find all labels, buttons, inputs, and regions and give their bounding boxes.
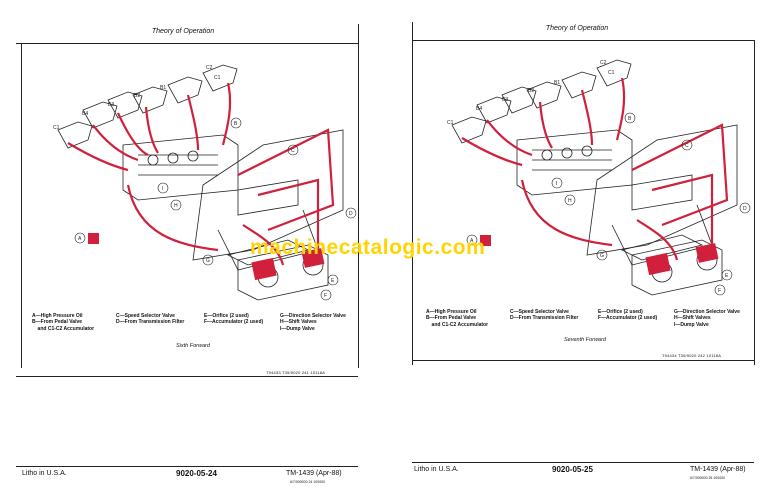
footer-manual-id: TM-1439 (Apr-88): [690, 466, 746, 473]
svg-text:B1: B1: [160, 85, 166, 91]
legend-col-1: A—High Pressure Oil B—From Pedal Valve a…: [32, 313, 95, 332]
svg-text:H: H: [174, 203, 178, 209]
svg-text:A: A: [470, 238, 474, 244]
frame-right-line: [754, 40, 755, 365]
frame-left-line: [412, 40, 413, 365]
svg-text:G: G: [206, 258, 210, 264]
svg-text:C1: C1: [214, 75, 221, 81]
svg-text:I: I: [556, 181, 557, 187]
footer-page-number: 9020-05-25: [552, 465, 593, 474]
footer-litho: Litho in U.S.A.: [414, 466, 459, 473]
svg-text:A: A: [78, 236, 82, 242]
svg-text:H: H: [568, 198, 572, 204]
svg-text:C1: C1: [608, 70, 615, 76]
legend-col-4: G—Direction Selector Valve H—Shift Valve…: [280, 313, 346, 332]
svg-text:G: G: [600, 253, 604, 259]
legend-col-2: C—Speed Selector Valve D—From Transmissi…: [116, 313, 185, 326]
legend-col-3: E—Orifice (2 used) F—Accumulator (2 used…: [204, 313, 264, 326]
svg-text:E: E: [331, 278, 335, 284]
page-header: Theory of Operation: [151, 28, 215, 35]
figure-caption: Seventh Forward: [564, 337, 606, 343]
svg-text:C2: C2: [600, 60, 607, 66]
svg-text:C1: C1: [447, 120, 454, 126]
legend-col-1: A—High Pressure Oil B—From Pedal Valve a…: [426, 309, 489, 328]
svg-text:D: D: [743, 206, 747, 212]
svg-text:C: C: [291, 148, 295, 154]
legend-swatch-high-pressure: [88, 233, 99, 244]
footer-page-number: 9020-05-24: [176, 469, 217, 478]
footer-print-code: 6/7/000000 25 100000: [690, 476, 726, 480]
header-rule: [16, 43, 358, 44]
figure-rule: [16, 376, 358, 377]
frame-right-line: [358, 43, 359, 368]
svg-text:B: B: [234, 121, 238, 127]
legend-col-4: G—Direction Selector Valve H—Shift Valve…: [674, 309, 740, 328]
frame-left-line: [21, 43, 22, 368]
header-tick: [358, 24, 359, 44]
legend-col-3: E—Orifice (2 used) F—Accumulator (2 used…: [598, 309, 658, 322]
svg-text:I: I: [162, 186, 163, 192]
figure-code: T94434 T35/9020 242 10118A: [662, 353, 722, 358]
legend-swatch-high-pressure: [480, 235, 491, 246]
footer-rule: [412, 462, 754, 463]
header-tick: [412, 22, 413, 42]
svg-text:B1: B1: [554, 80, 560, 86]
footer-manual-id: TM-1439 (Apr-88): [286, 470, 342, 477]
figure-rule: [412, 360, 754, 361]
left-page: Theory of Operation: [8, 0, 380, 497]
figure-code: T94433 T35/9020 241 10118A: [266, 370, 326, 375]
svg-text:B4: B4: [82, 111, 88, 117]
svg-text:B3: B3: [502, 97, 508, 103]
svg-text:C2: C2: [206, 65, 213, 71]
svg-text:B: B: [628, 116, 632, 122]
footer-litho: Litho in U.S.A.: [22, 470, 67, 477]
svg-text:C: C: [685, 143, 689, 149]
footer-rule: [16, 466, 358, 467]
svg-text:F: F: [324, 293, 327, 299]
page-header: Theory of Operation: [545, 25, 609, 32]
svg-text:F: F: [718, 288, 721, 294]
svg-text:B2: B2: [528, 88, 534, 94]
watermark-text: machinecatalogic.com: [250, 236, 486, 259]
legend-col-2: C—Speed Selector Valve D—From Transmissi…: [510, 309, 579, 322]
header-rule: [412, 40, 754, 41]
footer-print-code: 6/7/000000 24 100000: [290, 480, 326, 484]
svg-text:B2: B2: [134, 93, 140, 99]
svg-text:D: D: [349, 211, 353, 217]
right-page: Theory of Operation: [392, 0, 764, 497]
svg-text:B3: B3: [108, 102, 114, 108]
svg-text:B4: B4: [476, 106, 482, 112]
svg-text:E: E: [725, 273, 729, 279]
svg-text:C1: C1: [53, 125, 60, 131]
figure-caption: Sixth Forward: [176, 343, 210, 349]
